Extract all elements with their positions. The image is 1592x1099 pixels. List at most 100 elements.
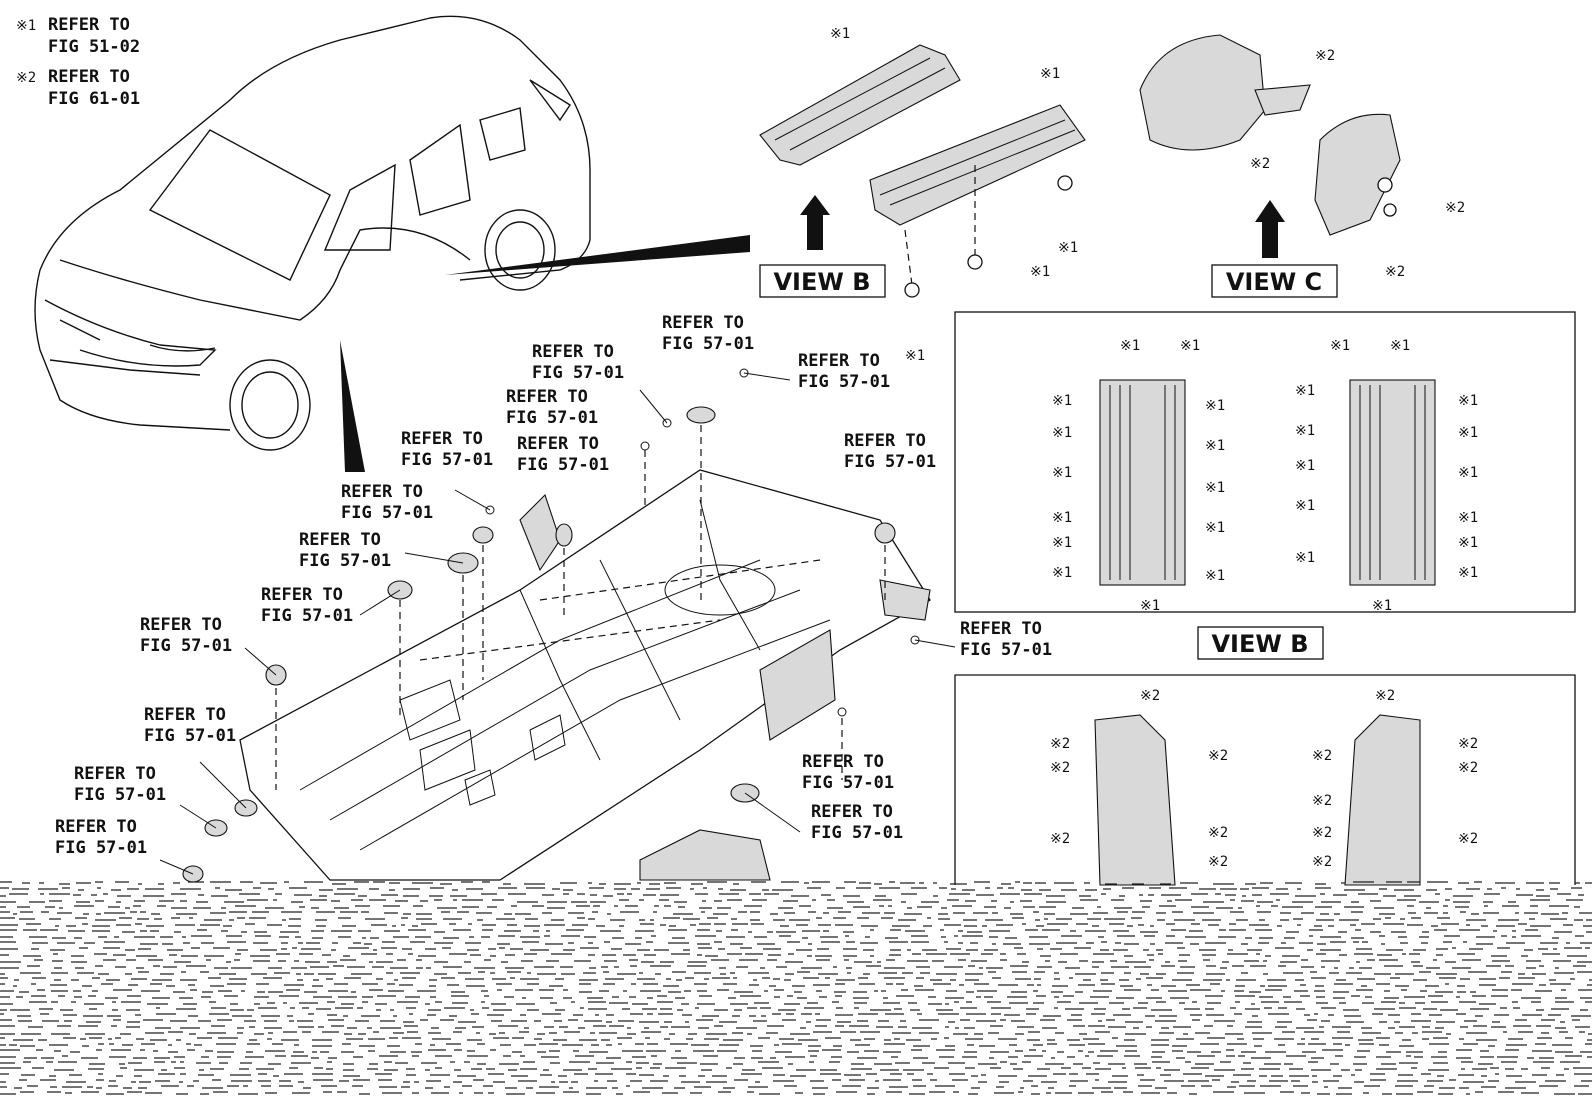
mark-pb-9: ※1 <box>1052 535 1072 551</box>
ref-label-6b: FIG 57-01 <box>517 455 609 475</box>
mark-pb-28: ※1 <box>1372 598 1392 614</box>
ref-label-17a: REFER TO <box>55 817 137 837</box>
mark-pb-22: ※1 <box>1458 393 1478 409</box>
ref-label-8a: REFER TO <box>341 482 423 502</box>
ref-label-9a: REFER TO <box>299 530 381 550</box>
view-c-panel: ※2 ※2 ※2 ※2 ※2 ※2 ※2 ※2 ※2 ※2 ※2 ※2 ※2 ※… <box>954 674 1576 886</box>
mark-pb-4: ※1 <box>1390 338 1410 354</box>
mark-pc-6: ※2 <box>1208 748 1228 764</box>
ref-label-11a: REFER TO <box>140 615 222 635</box>
legend-mark-2: ※2 <box>16 70 36 86</box>
ref-label-15a: REFER TO <box>74 764 156 784</box>
mark-pb-23: ※1 <box>1458 425 1478 441</box>
mark-pb-8: ※1 <box>1052 510 1072 526</box>
mark-pc-2: ※2 <box>1375 688 1395 704</box>
ref-label-13b: FIG 57-01 <box>144 726 236 746</box>
mark-vb-5: ※1 <box>905 348 925 364</box>
view-c-label: VIEW C <box>1226 268 1322 296</box>
mark-vb-1: ※1 <box>830 26 850 42</box>
mark-pb-21: ※1 <box>1295 550 1315 566</box>
ref-label-5a: REFER TO <box>401 429 483 449</box>
legend-line-1b: FIG 51-02 <box>48 37 140 57</box>
mark-pc-12: ※2 <box>1312 854 1332 870</box>
ref-label-7a: REFER TO <box>844 431 926 451</box>
ref-label-3b: FIG 57-01 <box>798 372 890 392</box>
ref-label-10b: FIG 57-01 <box>261 606 353 626</box>
ref-label-3a: REFER TO <box>798 351 880 371</box>
view-c-exploded: ※2 ※2 ※2 ※2 VIEW C <box>1139 34 1465 298</box>
ref-label-15b: FIG 57-01 <box>74 785 166 805</box>
ref-label-14b: FIG 57-01 <box>802 773 894 793</box>
mark-pc-13: ※2 <box>1458 736 1478 752</box>
mark-pb-25: ※1 <box>1458 510 1478 526</box>
view-b-panel-box <box>1197 626 1324 660</box>
vehicle-outline <box>34 15 750 472</box>
legend: ※1 REFER TO FIG 51-02 ※2 REFER TO FIG 61… <box>16 15 140 109</box>
mark-pc-15: ※2 <box>1458 831 1478 847</box>
legend-line-1a: REFER TO <box>48 15 130 35</box>
mark-vb-4: ※1 <box>1030 264 1050 280</box>
ref-label-6a: REFER TO <box>517 434 599 454</box>
mark-pc-4: ※2 <box>1050 760 1070 776</box>
mark-pc-3: ※2 <box>1050 736 1070 752</box>
scan-noise-band <box>0 881 1592 1095</box>
mark-pc-10: ※2 <box>1312 793 1332 809</box>
mark-pb-26: ※1 <box>1458 535 1478 551</box>
ref-label-5b: FIG 57-01 <box>401 450 493 470</box>
scan-noise-strokes <box>0 881 1592 1095</box>
ref-label-10a: REFER TO <box>261 585 343 605</box>
view-c-box <box>1211 264 1338 298</box>
legend-mark-1: ※1 <box>16 18 36 34</box>
ref-label-12b: FIG 57-01 <box>960 640 1052 660</box>
mark-vb-2: ※1 <box>1040 66 1060 82</box>
ref-label-14a: REFER TO <box>802 752 884 772</box>
mark-pb-17: ※1 <box>1295 383 1315 399</box>
mark-pc-7: ※2 <box>1208 825 1228 841</box>
ref-label-2a: REFER TO <box>532 342 614 362</box>
ref-label-17b: FIG 57-01 <box>55 838 147 858</box>
ref-label-12a: REFER TO <box>960 619 1042 639</box>
mark-pb-27: ※1 <box>1458 565 1478 581</box>
mark-pc-11: ※2 <box>1312 825 1332 841</box>
mark-pb-20: ※1 <box>1295 498 1315 514</box>
floor-pan <box>239 469 931 881</box>
view-b-exploded: ※1 ※1 ※1 ※1 ※1 VIEW B <box>759 26 1086 364</box>
view-b-panel-label: VIEW B <box>1211 630 1308 658</box>
ref-label-16a: REFER TO <box>811 802 893 822</box>
ref-label-16b: FIG 57-01 <box>811 823 903 843</box>
mark-pb-6: ※1 <box>1052 425 1072 441</box>
ref-label-4b: FIG 57-01 <box>506 408 598 428</box>
ref-label-7b: FIG 57-01 <box>844 452 936 472</box>
ref-label-1b: FIG 57-01 <box>662 334 754 354</box>
mark-pc-14: ※2 <box>1458 760 1478 776</box>
mark-pb-19: ※1 <box>1295 458 1315 474</box>
mark-pb-12: ※1 <box>1205 438 1225 454</box>
mark-pb-24: ※1 <box>1458 465 1478 481</box>
mark-pb-5: ※1 <box>1052 393 1072 409</box>
ref-label-13a: REFER TO <box>144 705 226 725</box>
mark-vb-3: ※1 <box>1058 240 1078 256</box>
refer-labels: REFER TO FIG 57-01 REFER TO FIG 57-01 RE… <box>55 313 1052 858</box>
ref-label-1a: REFER TO <box>662 313 744 333</box>
mark-vc-3: ※2 <box>1445 200 1465 216</box>
mark-vc-1: ※2 <box>1315 48 1335 64</box>
mark-pb-1: ※1 <box>1120 338 1140 354</box>
view-b-panel: ※1 ※1 ※1 ※1 ※1 ※1 ※1 ※1 ※1 ※1 ※1 ※1 ※1 ※… <box>954 311 1576 660</box>
mark-pc-1: ※2 <box>1140 688 1160 704</box>
mark-pb-13: ※1 <box>1205 480 1225 496</box>
mark-pb-15: ※1 <box>1205 568 1225 584</box>
view-b-box <box>759 264 886 298</box>
ref-label-11b: FIG 57-01 <box>140 636 232 656</box>
grommets <box>159 368 956 883</box>
mark-vc-2: ※2 <box>1250 156 1270 172</box>
mark-pb-3: ※1 <box>1330 338 1350 354</box>
mark-pb-2: ※1 <box>1180 338 1200 354</box>
mark-pb-7: ※1 <box>1052 465 1072 481</box>
mark-pb-10: ※1 <box>1052 565 1072 581</box>
mark-pc-5: ※2 <box>1050 831 1070 847</box>
mark-pb-16: ※1 <box>1140 598 1160 614</box>
ref-label-9b: FIG 57-01 <box>299 551 391 571</box>
legend-line-2a: REFER TO <box>48 67 130 87</box>
legend-line-2b: FIG 61-01 <box>48 89 140 109</box>
